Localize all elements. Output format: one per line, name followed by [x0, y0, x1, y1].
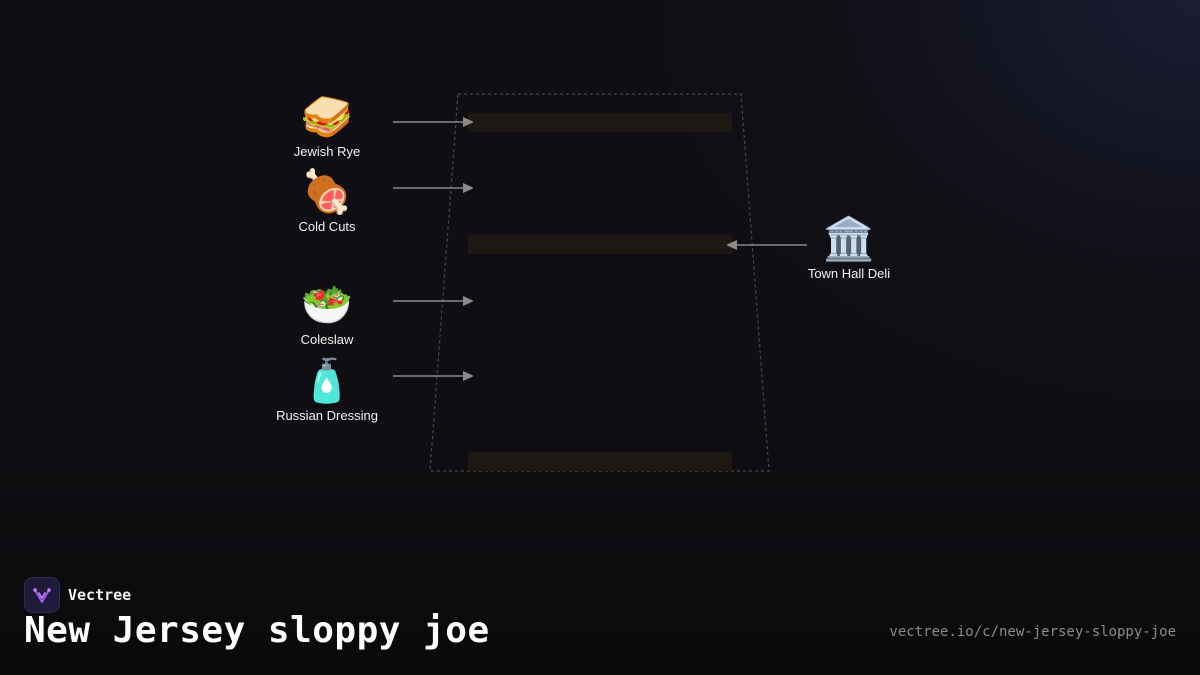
node-label: Town Hall Deli: [807, 266, 891, 281]
sandwich-icon: 🥪: [300, 92, 354, 141]
node-russian-dressing: 🧴 Russian Dressing: [276, 356, 378, 423]
glass-outline: [429, 93, 770, 472]
classical-building-icon: 🏛️: [822, 214, 876, 263]
node-coleslaw: 🥗 Coleslaw: [301, 280, 354, 347]
node-label: Cold Cuts: [298, 219, 356, 234]
brand[interactable]: Vectree: [24, 577, 131, 613]
vectree-logo-icon: [24, 577, 60, 613]
node-town-hall-deli: 🏛️ Town Hall Deli: [808, 214, 890, 281]
page-url-link[interactable]: vectree.io/c/new-jersey-sloppy-joe: [889, 624, 1176, 640]
node-label: Jewish Rye: [293, 144, 361, 159]
layer-middle: [468, 235, 732, 254]
page-title: New Jersey sloppy joe: [24, 610, 490, 651]
lotion-bottle-icon: 🧴: [300, 356, 354, 405]
node-label: Coleslaw: [300, 332, 354, 347]
meat-on-bone-icon: 🍖: [300, 167, 354, 216]
node-cold-cuts: 🍖 Cold Cuts: [298, 167, 355, 234]
brand-name: Vectree: [68, 586, 132, 604]
layer-top: [468, 113, 732, 132]
layer-bottom: [468, 452, 732, 471]
salad-icon: 🥗: [300, 280, 354, 329]
node-jewish-rye: 🥪 Jewish Rye: [294, 92, 360, 159]
node-label: Russian Dressing: [276, 408, 378, 423]
